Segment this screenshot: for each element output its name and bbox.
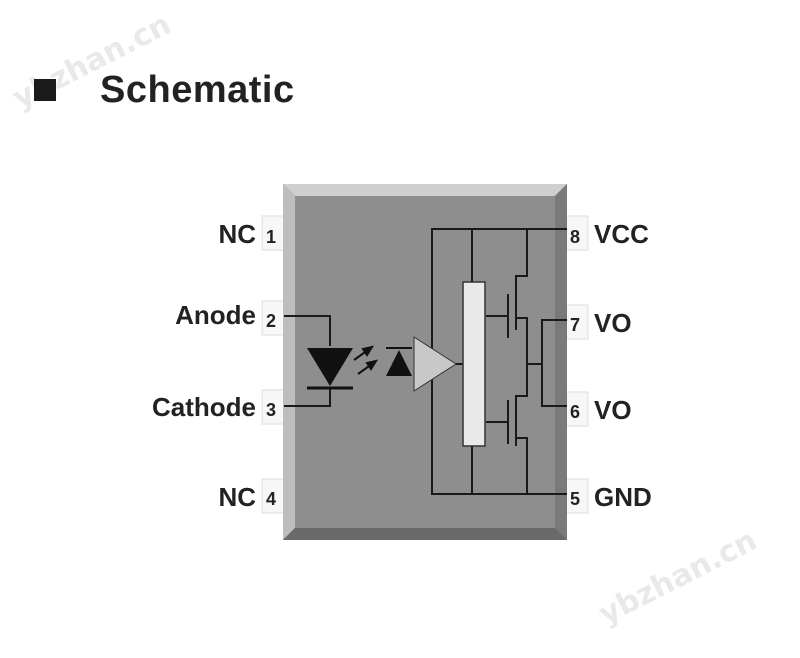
pin-labels: NC Anode Cathode NC VCC VO VO GND bbox=[152, 219, 652, 512]
driver-column-bar bbox=[462, 281, 486, 447]
pin-numbers: 1 2 3 4 8 7 6 5 bbox=[266, 227, 580, 509]
pin-number-7: 7 bbox=[570, 315, 580, 335]
pin-number-1: 1 bbox=[266, 227, 276, 247]
pin-number-6: 6 bbox=[570, 402, 580, 422]
pin-number-8: 8 bbox=[570, 227, 580, 247]
pin-label-8: VCC bbox=[594, 219, 649, 249]
square-bullet-icon bbox=[34, 79, 56, 101]
photodiode-icon bbox=[386, 347, 412, 376]
pin-label-2: Anode bbox=[175, 300, 256, 330]
pin-label-6: VO bbox=[594, 395, 632, 425]
pin-label-7: VO bbox=[594, 308, 632, 338]
pin-number-3: 3 bbox=[266, 400, 276, 420]
pin-label-4: NC bbox=[218, 482, 256, 512]
section-header: Schematic bbox=[34, 66, 295, 114]
pin-tabs bbox=[261, 215, 589, 514]
pin-label-5: GND bbox=[594, 482, 652, 512]
pin-number-4: 4 bbox=[266, 489, 276, 509]
pin-number-2: 2 bbox=[266, 311, 276, 331]
led-icon bbox=[307, 348, 353, 390]
amplifier-icon bbox=[413, 336, 457, 392]
pin-number-5: 5 bbox=[570, 489, 580, 509]
section-title: Schematic bbox=[100, 68, 295, 111]
light-emission-arrows-icon bbox=[353, 345, 379, 375]
pin-label-3: Cathode bbox=[152, 392, 256, 422]
pin-label-1: NC bbox=[218, 219, 256, 249]
